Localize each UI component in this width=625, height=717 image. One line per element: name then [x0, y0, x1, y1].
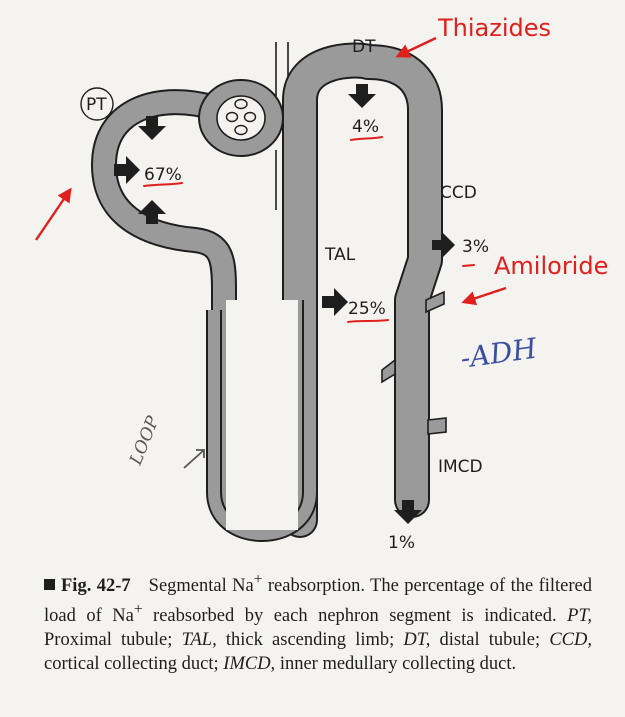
amiloride-label: Amiloride — [494, 252, 608, 280]
tal-arrow-right — [322, 288, 348, 316]
dt-percent: 4% — [352, 117, 379, 137]
pt-red-arrow — [36, 190, 70, 240]
caption-bullet — [44, 579, 55, 590]
pt-label: PT — [86, 95, 107, 115]
bowmans-capsule — [199, 80, 283, 156]
ccd-percent: 3% — [462, 237, 489, 257]
loop-of-henle — [214, 300, 310, 534]
loop-handwriting: LOOP — [126, 413, 164, 469]
tal-label: TAL — [324, 245, 356, 265]
ccd-label: CCD — [440, 183, 477, 203]
dt-arrow-down — [348, 84, 376, 108]
pt-percent: 67% — [144, 165, 182, 185]
amiloride-arrow — [464, 288, 506, 302]
nephron-diagram: PT DT TAL CCD IMCD 67% 4% 25% 3% 1% Thia… — [0, 0, 625, 560]
dt-label: DT — [352, 37, 376, 57]
imcd-label: IMCD — [438, 457, 483, 477]
thiazides-label: Thiazides — [437, 14, 551, 42]
loop-handwritten-arrow — [184, 450, 204, 468]
thiazides-arrow — [398, 38, 436, 56]
adh-handwriting: -ADH — [458, 332, 539, 375]
caption-fig-label: Fig. 42-7 — [61, 576, 131, 596]
tal-percent: 25% — [348, 299, 386, 319]
excreted-percent: 1% — [388, 533, 415, 553]
